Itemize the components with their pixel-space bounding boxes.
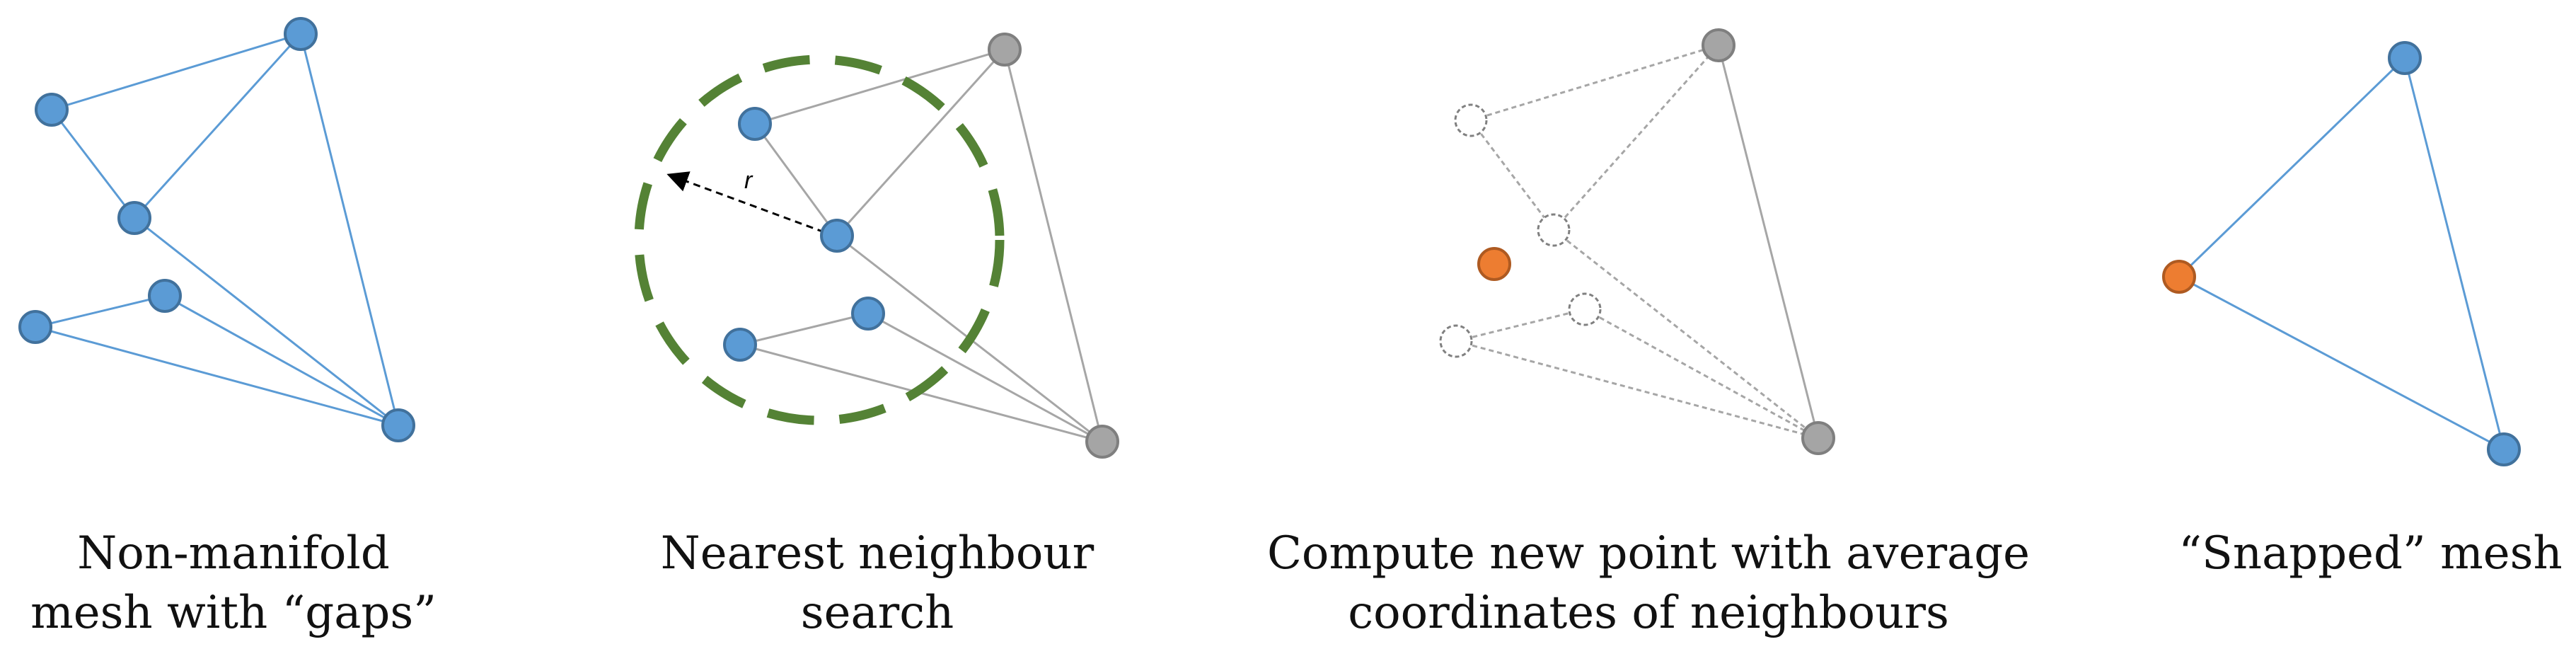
radius-label: r [744, 167, 753, 194]
ghost-vertex-node [1439, 324, 1473, 358]
caption-line: Compute new point with average [1266, 527, 2031, 580]
edge [739, 312, 869, 346]
vertex-node [284, 17, 318, 51]
edge [2178, 57, 2406, 278]
caption-nonmanifold-mesh: Non-manifold mesh with “gaps” [0, 524, 467, 643]
vertex-node [723, 328, 757, 362]
edge [1455, 308, 1586, 343]
panel-1-nonmanifold-mesh [18, 17, 415, 442]
edge [35, 294, 166, 328]
panel-3-compute-average-point [1439, 28, 1835, 455]
ghost-vertex-node [1454, 103, 1488, 137]
edge [1470, 44, 1719, 122]
edge [867, 312, 1103, 443]
edge [1455, 340, 1819, 440]
edge [1584, 308, 1819, 440]
edge [35, 326, 399, 427]
caption-nearest-neighbour-search: Nearest neighbour search [616, 524, 1139, 643]
edge [1469, 120, 1555, 231]
ghost-vertex-node [1537, 213, 1571, 247]
vertex-node [738, 107, 772, 141]
panel-4-edges [2178, 57, 2505, 451]
edge [51, 33, 301, 111]
caption-line: search [800, 587, 954, 639]
fixed-node [1085, 425, 1119, 459]
caption-snapped-mesh: “Snapped” mesh [2165, 524, 2576, 583]
vertex-node [381, 408, 415, 442]
panel-3-ghost-vertices [1439, 103, 1602, 358]
average-point-node [1477, 247, 1511, 281]
edge [836, 48, 1006, 237]
panel-2-nearest-neighbour-search: r [634, 33, 1119, 459]
edge [2403, 57, 2505, 450]
edge [299, 33, 400, 426]
panel-1-edges [35, 33, 400, 427]
caption-line: mesh with “gaps” [30, 587, 437, 639]
vertex-node [148, 279, 182, 313]
vertex-node [820, 219, 854, 253]
panel-4-snapped-mesh [2162, 41, 2521, 466]
panel-1-vertices [18, 17, 415, 442]
vertex-node [117, 201, 151, 235]
edge [2178, 275, 2505, 451]
fixed-node [1702, 28, 1735, 62]
snapped-node [2162, 260, 2196, 294]
edge [50, 109, 136, 219]
vertex-node [18, 310, 52, 344]
edge [754, 48, 1005, 125]
caption-line: Non-manifold [77, 527, 390, 580]
radius-arrow [666, 171, 825, 234]
panel-3-dashed-edges [1455, 44, 1819, 440]
fixed-node [988, 33, 1022, 67]
vertex-node [2388, 41, 2422, 75]
caption-line: Nearest neighbour [660, 527, 1094, 580]
edge [753, 123, 838, 236]
edge [1552, 45, 1720, 231]
vertex-node [851, 297, 885, 331]
vertex-node [2487, 432, 2521, 466]
edge [134, 217, 399, 427]
edge [1003, 49, 1104, 442]
edge [1553, 229, 1819, 440]
vertex-node [35, 93, 69, 127]
caption-line: coordinates of neighbours [1348, 587, 1949, 639]
edge [1717, 45, 1820, 439]
edge [164, 294, 399, 427]
panel-2-edges [739, 48, 1104, 443]
fixed-node [1801, 421, 1835, 455]
search-radius-circle [634, 54, 1005, 425]
panel-2-vertices [723, 33, 1119, 459]
edge [133, 33, 302, 219]
caption-line: “Snapped” mesh [2178, 527, 2563, 580]
caption-compute-new-point: Compute new point with average coordinat… [1259, 524, 2038, 643]
ghost-vertex-node [1568, 292, 1602, 326]
